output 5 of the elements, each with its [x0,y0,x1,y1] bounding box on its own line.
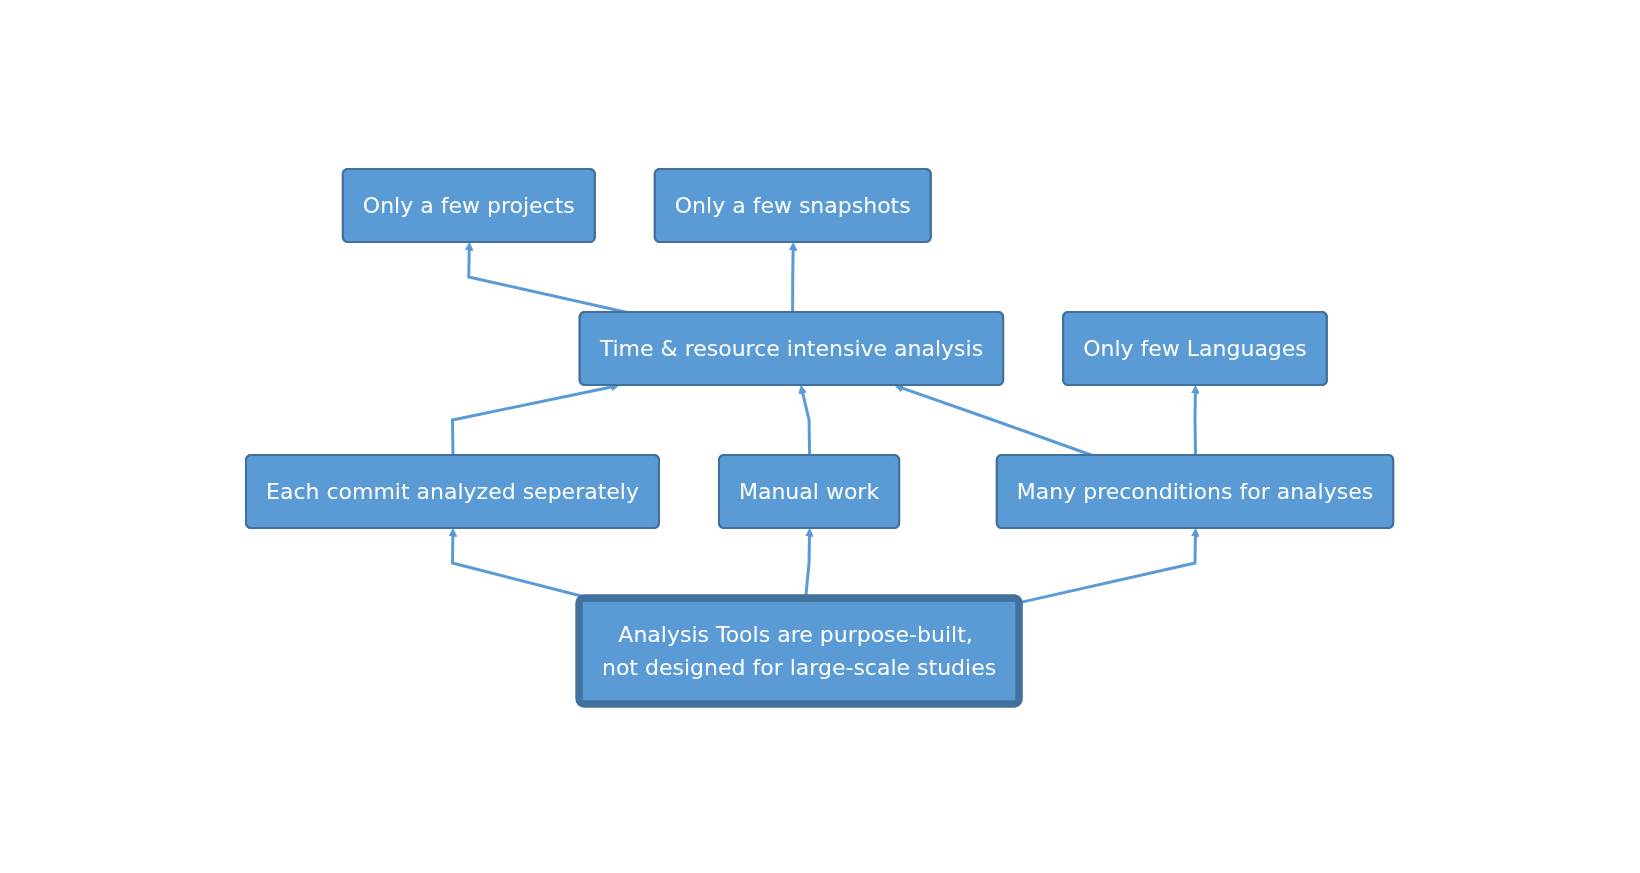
arrow [1191,385,1201,456]
arrow [1019,528,1201,605]
arrow [798,385,812,456]
arrow [465,242,628,314]
arrow [789,242,798,313]
